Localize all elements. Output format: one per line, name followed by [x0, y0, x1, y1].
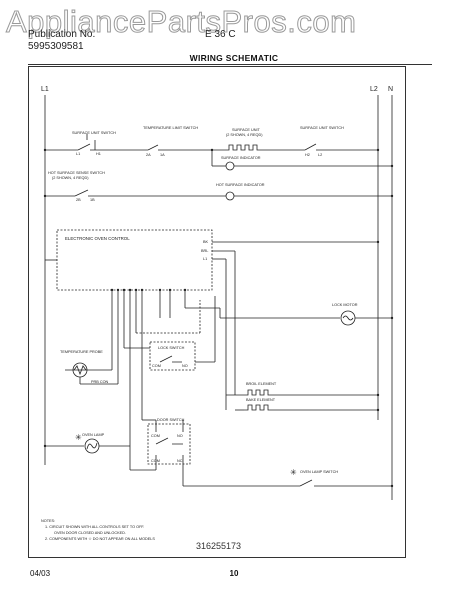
term-2a: 2A: [146, 153, 151, 157]
term-h2: H2: [305, 153, 310, 157]
term-1b: 1B: [90, 198, 95, 202]
term-2b: 2B: [76, 198, 81, 202]
door-switch-box: [147, 423, 191, 465]
term-door-no: NO: [177, 434, 183, 438]
title-rule: [28, 64, 432, 65]
part-number: 316255173: [196, 541, 241, 551]
hot-surface-sense-switch-contact: [74, 189, 95, 197]
term-bk: BK: [203, 240, 209, 244]
term-1a: 1A: [160, 153, 165, 157]
label-lock-switch: LOCK SWITCH: [158, 346, 185, 350]
optional-star-icon: ✳: [290, 468, 297, 477]
publication-block: Publication No. 5995309581: [28, 29, 95, 53]
term-lock-no: NO: [182, 364, 188, 368]
term-l1: L1: [76, 152, 80, 156]
notes-heading: NOTES:: [41, 519, 55, 523]
broil-element: [244, 389, 272, 396]
publication-number: 5995309581: [28, 41, 84, 52]
note-1b: OVEN DOOR CLOSED AND UNLOCKED.: [54, 531, 126, 535]
note-2: 2. COMPONENTS WITH ☆ DO NOT APPEAR ON AL…: [45, 537, 155, 541]
model-fragment: E 36 C: [205, 29, 236, 40]
label-electronic-oven-control: ELECTRONIC OVEN CONTROL: [65, 236, 130, 241]
label-broil-element: BROIL ELEMENT: [246, 382, 277, 386]
optional-star-icon: ✳: [75, 433, 82, 442]
surface-unit-element: [225, 144, 261, 151]
label-bake-element: BAKE ELEMENT: [246, 398, 276, 402]
term-h1: H1: [96, 152, 101, 156]
lock-switch-box: [149, 341, 196, 371]
note-1: 1. CIRCUIT SHOWN WITH ALL CONTROLS SET T…: [45, 525, 144, 529]
label-lock-motor: LOCK MOTOR: [332, 303, 358, 307]
door-switch-contact: [155, 437, 183, 445]
label-surface-indicator: SURFACE INDICATOR: [221, 156, 261, 160]
label-l1-rail: L1: [41, 86, 49, 93]
temp-limit-switch-contact: [147, 144, 225, 151]
label-door-switch: DOOR SWITCH: [157, 418, 185, 422]
footer-date: 04/03: [30, 569, 51, 578]
label-n-rail: N: [388, 86, 393, 93]
term-door-nc: NC: [177, 459, 183, 463]
footer-page-number: 10: [229, 569, 239, 578]
term-door-com-bottom: COM: [151, 459, 160, 463]
term-brl: BRL: [201, 249, 208, 253]
label-temp-limit-switch: TEMPERATURE LIMIT SWITCH: [143, 126, 198, 130]
watermark-logo: AppliancePartsPros.com: [5, 4, 357, 40]
term-control-l1: L1: [203, 257, 207, 261]
schematic-frame: [28, 66, 406, 558]
surface-unit-switch-contact: [77, 143, 100, 151]
surface-unit-switch-right-contact: [304, 143, 322, 151]
label-hot-surface-indicator: HOT SURFACE INDICATOR: [216, 183, 265, 187]
label-oven-lamp-switch: OVEN LAMP SWITCH: [300, 470, 338, 474]
publication-label: Publication No.: [28, 29, 96, 40]
label-temperature-probe: TEMPERATURE PROBE: [60, 350, 103, 354]
label-surface-unit: SURFACE UNIT: [232, 128, 261, 132]
oven-lamp-switch-contact: [299, 479, 322, 487]
label-hot-surface-sense: HOT SURFACE SENSE SWITCH: [48, 171, 105, 175]
hot-surface-indicator-lamp: [225, 191, 235, 201]
label-surface-unit-switch-right: SURFACE UNIT SWITCH: [300, 126, 344, 130]
term-lock-com: COM: [152, 364, 161, 368]
label-oven-lamp: OVEN LAMP: [82, 433, 105, 437]
label-hot-surface-sense-qty: (2 SHOWN, 4 REQD): [52, 176, 89, 180]
bake-element: [244, 404, 272, 411]
surface-indicator-lamp: [225, 161, 235, 171]
label-surface-unit-qty: (2 SHOWN, 4 REQD): [226, 133, 263, 137]
label-l2-rail: L2: [370, 86, 378, 93]
page-title: WIRING SCHEMATIC: [189, 53, 279, 63]
term-l2: L2: [318, 153, 322, 157]
lock-switch-contact: [159, 355, 182, 363]
label-probe-conn: PRB CON: [91, 380, 109, 384]
term-door-com-top: COM: [151, 434, 160, 438]
label-surface-unit-switch: SURFACE UNIT SWITCH: [72, 131, 116, 135]
